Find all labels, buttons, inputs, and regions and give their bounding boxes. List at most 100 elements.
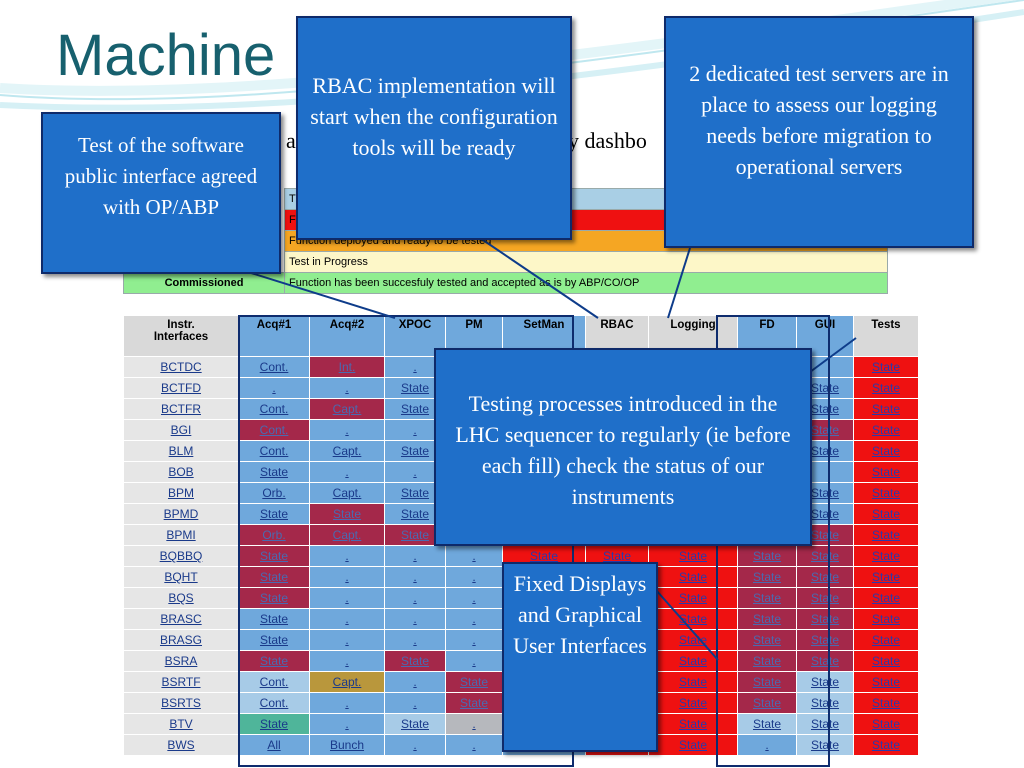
instrument-name-link[interactable]: BQBBQ xyxy=(123,545,239,567)
instrument-name-link[interactable]: BPMD xyxy=(123,503,239,525)
status-cell-link[interactable]: State xyxy=(259,570,289,584)
status-cell-link[interactable]: State xyxy=(259,654,289,668)
status-cell-link[interactable]: State xyxy=(400,528,430,542)
status-cell-link[interactable]: State xyxy=(810,675,840,689)
status-cell-link[interactable]: State xyxy=(871,717,901,731)
status-cell-link[interactable]: Cont. xyxy=(259,423,289,437)
status-cell-link[interactable]: State xyxy=(871,654,901,668)
status-cell-link[interactable]: State xyxy=(752,591,782,605)
status-cell-link[interactable]: State xyxy=(259,591,289,605)
status-cell-link[interactable]: State xyxy=(810,717,840,731)
instrument-name-link[interactable]: BSRTS xyxy=(123,692,239,714)
status-cell-link[interactable]: State xyxy=(400,717,430,731)
status-cell-link[interactable]: Orb. xyxy=(262,486,286,500)
status-cell-link[interactable]: State xyxy=(752,570,782,584)
status-cell-link[interactable]: Cont. xyxy=(259,444,289,458)
status-cell-link[interactable]: State xyxy=(810,570,840,584)
status-cell-link[interactable]: State xyxy=(871,381,901,395)
status-cell-link[interactable]: State xyxy=(259,717,289,731)
status-cell-link[interactable]: State xyxy=(871,570,901,584)
status-cell-link[interactable]: State xyxy=(871,423,901,437)
status-cell-link[interactable]: State xyxy=(752,696,782,710)
instrument-name-link[interactable]: BCTFD xyxy=(123,377,239,399)
status-cell-link[interactable]: State xyxy=(459,696,489,710)
status-cell-link[interactable]: State xyxy=(678,717,708,731)
status-cell-link[interactable]: State xyxy=(810,612,840,626)
status-cell-link[interactable]: State xyxy=(810,444,840,458)
status-cell-link[interactable]: State xyxy=(400,507,430,521)
instrument-name-link[interactable]: BTV xyxy=(123,713,239,735)
status-cell-link[interactable]: State xyxy=(871,675,901,689)
instrument-name-link[interactable]: BCTFR xyxy=(123,398,239,420)
status-cell-link[interactable]: Capt. xyxy=(332,444,362,458)
instrument-name-link[interactable]: BRASG xyxy=(123,629,239,651)
status-cell-link[interactable]: State xyxy=(259,465,289,479)
instrument-name-link[interactable]: BWS xyxy=(123,734,239,756)
status-cell-link[interactable]: Cont. xyxy=(259,675,289,689)
status-cell-link[interactable]: State xyxy=(332,507,362,521)
instrument-name-link[interactable]: BSRA xyxy=(123,650,239,672)
status-cell-link[interactable]: Int. xyxy=(338,360,356,374)
status-cell-link[interactable]: State xyxy=(810,402,840,416)
instrument-name-link[interactable]: BOB xyxy=(123,461,239,483)
status-cell-link[interactable]: State xyxy=(871,591,901,605)
status-cell-link[interactable]: Cont. xyxy=(259,402,289,416)
status-cell-link[interactable]: State xyxy=(400,402,430,416)
status-cell-link[interactable]: State xyxy=(871,360,901,374)
status-cell-link[interactable]: State xyxy=(459,675,489,689)
status-cell-link[interactable]: Cont. xyxy=(259,360,289,374)
instrument-name-link[interactable]: BPM xyxy=(123,482,239,504)
status-cell-link[interactable]: State xyxy=(400,486,430,500)
status-cell-link[interactable]: State xyxy=(400,444,430,458)
status-cell-link[interactable]: State xyxy=(871,444,901,458)
status-cell-link[interactable]: State xyxy=(871,507,901,521)
status-cell-link[interactable]: State xyxy=(752,633,782,647)
status-cell-link[interactable]: State xyxy=(810,381,840,395)
instrument-name-link[interactable]: BGI xyxy=(123,419,239,441)
status-cell-link[interactable]: State xyxy=(400,654,430,668)
status-cell-link[interactable]: State xyxy=(752,549,782,563)
status-cell-link[interactable]: State xyxy=(259,612,289,626)
status-cell-link[interactable]: State xyxy=(678,654,708,668)
status-cell-link[interactable]: State xyxy=(400,381,430,395)
status-cell-link[interactable]: State xyxy=(602,549,632,563)
status-cell-link[interactable]: Cont. xyxy=(259,696,289,710)
status-cell-link[interactable]: State xyxy=(871,465,901,479)
status-cell-link[interactable]: State xyxy=(810,738,840,752)
status-cell-link[interactable]: State xyxy=(810,549,840,563)
instrument-name-link[interactable]: BRASC xyxy=(123,608,239,630)
status-cell-link[interactable]: State xyxy=(529,549,559,563)
instrument-name-link[interactable]: BSRTF xyxy=(123,671,239,693)
status-cell-link[interactable]: State xyxy=(259,549,289,563)
status-cell-link[interactable]: State xyxy=(678,738,708,752)
status-cell-link[interactable]: State xyxy=(259,507,289,521)
instrument-name-link[interactable]: BQS xyxy=(123,587,239,609)
status-cell-link[interactable]: State xyxy=(678,570,708,584)
status-cell-link[interactable]: State xyxy=(752,612,782,626)
status-cell-link[interactable]: State xyxy=(871,738,901,752)
status-cell-link[interactable]: State xyxy=(871,402,901,416)
status-cell-link[interactable]: State xyxy=(810,696,840,710)
instrument-name-link[interactable]: BLM xyxy=(123,440,239,462)
instrument-name-link[interactable]: BPMI xyxy=(123,524,239,546)
status-cell-link[interactable]: State xyxy=(752,675,782,689)
status-cell-link[interactable]: State xyxy=(678,591,708,605)
status-cell-link[interactable]: State xyxy=(871,696,901,710)
status-cell-link[interactable]: Bunch xyxy=(329,738,365,752)
status-cell-link[interactable]: State xyxy=(810,507,840,521)
status-cell-link[interactable]: State xyxy=(871,528,901,542)
status-cell-link[interactable]: Capt. xyxy=(332,402,362,416)
status-cell-link[interactable]: State xyxy=(678,549,708,563)
status-cell-link[interactable]: State xyxy=(259,633,289,647)
status-cell-link[interactable]: State xyxy=(810,528,840,542)
status-cell-link[interactable]: State xyxy=(871,549,901,563)
status-cell-link[interactable]: State xyxy=(871,486,901,500)
status-cell-link[interactable]: State xyxy=(871,633,901,647)
status-cell-link[interactable]: State xyxy=(810,654,840,668)
status-cell-link[interactable]: State xyxy=(752,717,782,731)
status-cell-link[interactable]: All xyxy=(267,738,281,752)
status-cell-link[interactable]: Orb. xyxy=(262,528,286,542)
status-cell-link[interactable]: State xyxy=(871,612,901,626)
status-cell-link[interactable]: State xyxy=(678,612,708,626)
status-cell-link[interactable]: State xyxy=(810,591,840,605)
